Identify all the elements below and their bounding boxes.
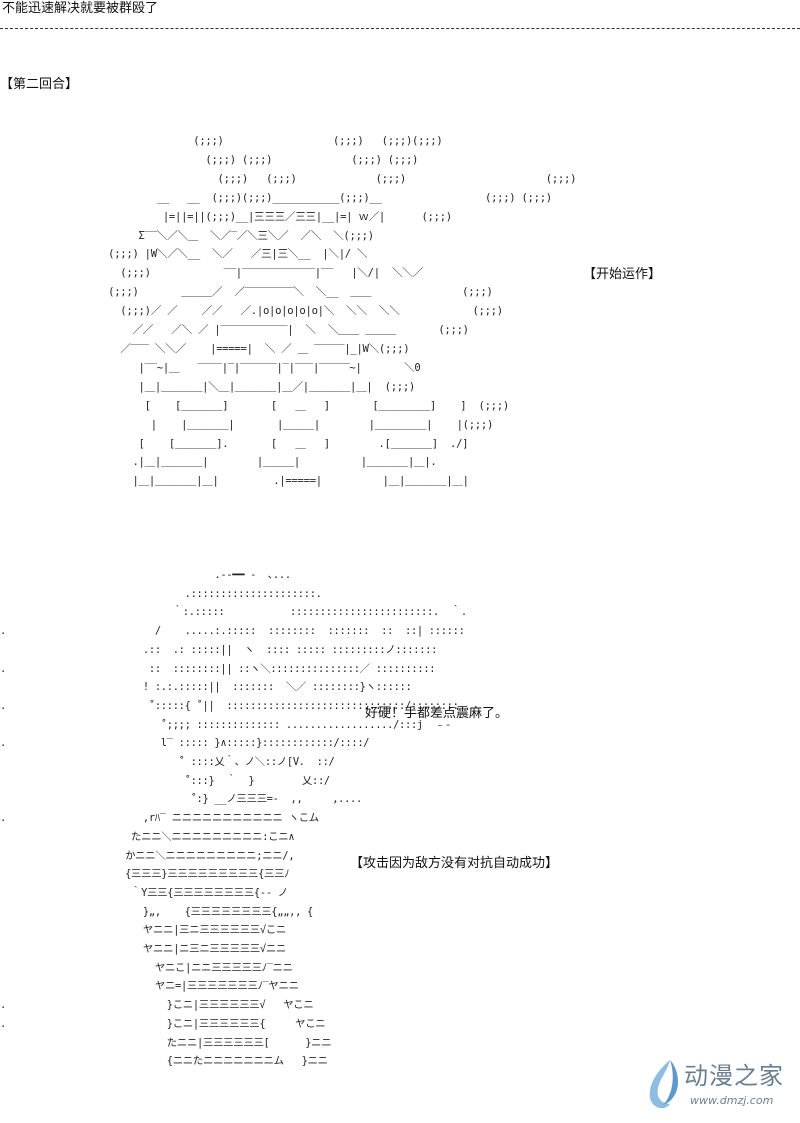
figure-ascii-art: .-‐━━ - ､... .:::::::::::::::::::::. ｀:.…: [0, 569, 467, 1068]
caption-so-hard: 好硬！手都差点震麻了。: [365, 706, 509, 721]
caption-attack-failed: 【攻击因为敌方没有对抗自动成功】: [350, 856, 559, 871]
mech-ascii-art: (;;;) (;;;) (;;;)(;;;) (;;;) (;;;) (;;;)…: [108, 135, 577, 488]
watermark: 动漫之家 www.dmzj.com: [640, 1058, 796, 1114]
watermark-url: www.dmzj.com: [690, 1094, 774, 1107]
caption-start-running: 【开始运作】: [583, 267, 662, 282]
round-label: 【第二回合】: [0, 77, 79, 92]
leaf-logo-icon: [649, 1060, 678, 1109]
page-title: 不能迅速解决就要被群殴了: [2, 1, 159, 16]
watermark-brand: 动漫之家: [684, 1062, 784, 1090]
dashed-divider: [0, 28, 800, 29]
